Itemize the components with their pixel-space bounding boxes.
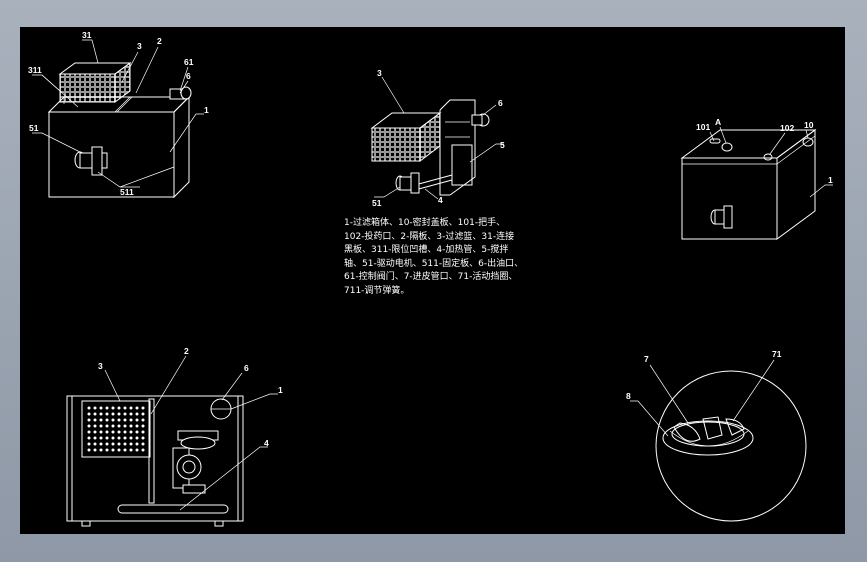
label-511: 511: [120, 187, 134, 197]
label-311: 311: [28, 65, 42, 75]
label-7: 7: [644, 354, 649, 364]
label-61: 61: [184, 57, 194, 67]
label-51: 51: [372, 198, 382, 208]
label-102: 102: [780, 123, 794, 133]
label-10: 10: [804, 120, 814, 130]
label-6: 6: [186, 71, 191, 81]
label-A: A: [715, 117, 721, 127]
label-51: 51: [29, 123, 39, 133]
label-1: 1: [204, 105, 209, 115]
label-101: 101: [696, 122, 710, 132]
drawing-canvas: 31 3 2 311 61 6 1 51 511: [20, 27, 845, 534]
label-3: 3: [98, 361, 103, 371]
label-4: 4: [264, 438, 269, 448]
label-31: 31: [82, 30, 92, 40]
label-8: 8: [626, 391, 631, 401]
label-2: 2: [157, 36, 162, 46]
label-6: 6: [498, 98, 503, 108]
label-71: 71: [772, 349, 782, 359]
parts-legend: 1-过滤箱体、10-密封盖板、101-把手、 102-投药口、2-隔板、3-过滤…: [344, 218, 524, 296]
label-4: 4: [438, 195, 443, 205]
label-3: 3: [137, 41, 142, 51]
view-closed-tank: 101 A 102 10 1: [680, 117, 833, 240]
label-1: 1: [828, 175, 833, 185]
label-5: 5: [500, 140, 505, 150]
view-front-section: 3 2 6 1 4: [66, 346, 283, 527]
view-isometric-tank: 31 3 2 311 61 6 1 51 511: [28, 30, 209, 199]
view-detail-circle: 7 71 8: [626, 349, 807, 522]
label-2: 2: [184, 346, 189, 356]
view-cutaway: 3 6 5 51 4: [370, 68, 505, 208]
label-6: 6: [244, 363, 249, 373]
cad-drawing: 31 3 2 311 61 6 1 51 511: [28, 30, 833, 527]
label-1: 1: [278, 385, 283, 395]
label-3: 3: [377, 68, 382, 78]
